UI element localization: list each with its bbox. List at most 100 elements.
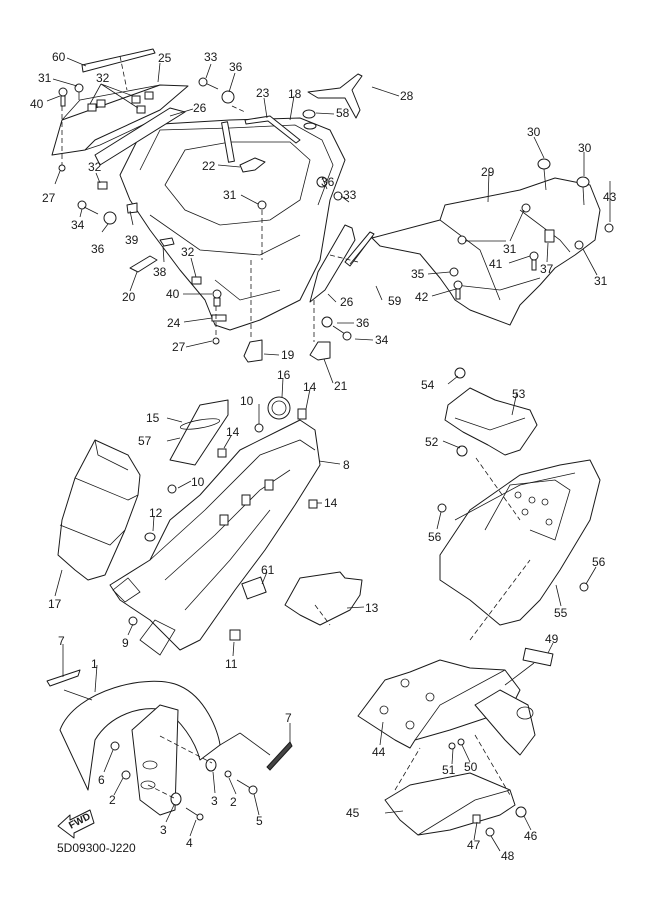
bolt-41 [529,251,539,261]
callout-54: 54 [421,378,435,392]
flap-17 [57,439,141,581]
bracket-21 [309,341,331,361]
callout-27: 27 [172,340,186,354]
rear-fender-assembly [57,396,363,656]
callout-19: 19 [281,348,295,362]
callout-38: 38 [153,265,167,279]
nut-32 [191,276,202,285]
callout-16: 16 [277,368,291,382]
nut-51 [448,742,456,750]
callout-3: 3 [160,823,167,837]
bolt-40 [58,87,68,97]
clip-14 [297,408,307,420]
nut-11 [229,629,241,641]
callout-labels: 60 25 33 36 31 32 40 26 23 18 28 58 22 3… [30,50,617,393]
callout-55: 55 [554,606,568,620]
grommet-3 [205,758,217,772]
rail-23 [244,115,301,144]
nut-32 [87,103,97,112]
nut-35 [449,267,459,277]
washer-50 [457,738,465,746]
washer-27 [212,337,220,345]
bolt-43 [604,223,614,233]
damper-61 [241,576,267,600]
clip-37 [544,229,555,243]
callout-11: 11 [225,657,238,671]
collar-2 [121,770,131,780]
bracket-28 [307,73,363,119]
decal-7 [266,741,293,771]
screw-10 [254,423,264,433]
collar-36 [321,316,333,328]
callout-2: 2 [230,795,237,809]
screw-56 [437,503,447,513]
callout-41: 41 [489,257,503,271]
callout-5: 5 [256,814,263,828]
callout-47: 47 [467,838,481,852]
callout-1: 1 [91,657,98,671]
front-fender-assembly [46,669,293,821]
callout-25: 25 [158,51,172,65]
callout-37: 37 [540,262,554,276]
callout-28: 28 [400,89,414,103]
bracket-20 [129,255,158,273]
callout-31: 31 [38,71,52,85]
bolt-5 [248,785,258,795]
callout-14: 14 [303,380,317,394]
damper-38 [159,237,175,247]
callout-60: 60 [52,50,66,64]
seat-cowl-assembly [94,73,363,331]
callout-45: 45 [346,806,360,820]
screw-31 [457,235,467,245]
side-cover-assembly [51,48,189,172]
callout-50: 50 [464,760,478,774]
callout-9: 9 [122,636,129,650]
screw-31 [574,240,584,250]
callout-36: 36 [229,60,243,74]
callout-59: 59 [388,294,402,308]
callout-23: 23 [256,86,270,100]
callout-32: 32 [96,71,110,85]
callout-49: 49 [545,632,559,646]
bracket-assembly [371,158,614,326]
callout-10: 10 [191,475,205,489]
bolt-34 [342,331,352,341]
callout-18: 18 [288,87,302,101]
clip-14 [217,448,227,458]
callout-56: 56 [428,530,442,544]
cover-13 [284,571,363,626]
screw-31 [257,200,267,210]
plate-bracket-45 [384,772,516,836]
fwd-arrow-icon [57,809,95,839]
lower-panel-26 [309,224,356,303]
damper-19 [243,339,263,363]
callout-12: 12 [149,506,163,520]
cap-58 [302,109,316,119]
bolt-4 [196,813,204,821]
callout-31: 31 [594,274,608,288]
callout-14: 14 [226,425,240,439]
callout-32: 32 [88,160,102,174]
nut-46 [515,806,527,818]
bolt-42 [453,280,463,290]
bolt-54 [454,367,466,379]
screw-48 [485,827,495,837]
grommet-12 [144,532,156,542]
callout-30: 30 [527,125,541,139]
callout-10: 10 [240,394,254,408]
callout-34: 34 [375,333,389,347]
callout-labels-lower: 16 14 15 10 57 14 8 10 14 12 17 61 13 9 … [48,368,606,863]
clip-47 [472,814,481,824]
tail-cover-assembly [437,367,601,641]
callout-33: 33 [343,188,357,202]
callout-26: 26 [340,295,354,309]
callout-58: 58 [336,106,350,120]
callout-15: 15 [146,411,160,425]
clip-14 [308,499,318,509]
callout-51: 51 [442,763,456,777]
screw-56 [579,582,589,592]
callout-6: 6 [98,773,105,787]
callout-46: 46 [524,829,538,843]
callout-44: 44 [372,745,386,759]
callout-leaders [46,57,611,384]
